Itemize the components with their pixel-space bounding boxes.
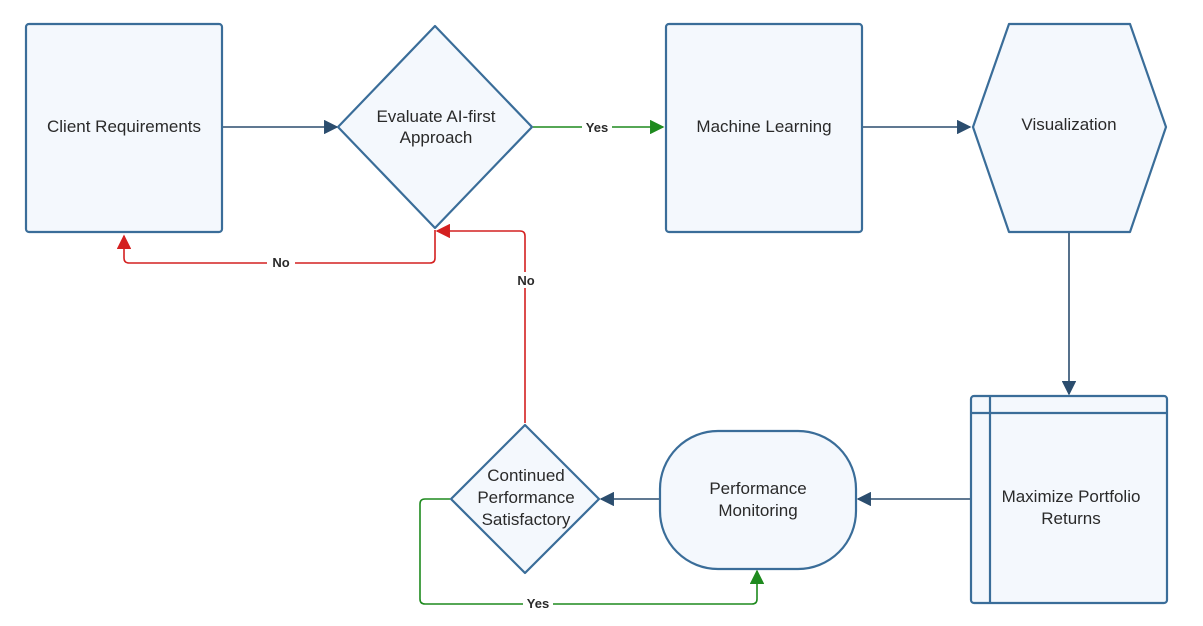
node-visualization-hexagon <box>971 22 1168 234</box>
node-maximize-portfolio-returns[interactable]: Maximize Portfolio Returns <box>969 394 1169 605</box>
node-client-requirements-box <box>24 22 224 234</box>
node-evaluate-label-line1: Evaluate AI-first <box>376 107 495 126</box>
edge-label-bg <box>512 272 540 288</box>
node-visualization-label: Visualization <box>1021 115 1116 134</box>
node-monitoring-label-line2: Monitoring <box>718 501 797 520</box>
edge-label-no-bottom: No <box>272 255 289 270</box>
node-continued-performance[interactable]: Continued Performance Satisfactory <box>449 423 601 575</box>
edge-label-yes-bottom: Yes <box>527 596 549 611</box>
node-performance-monitoring-shape <box>658 429 858 571</box>
node-maximize-label-line2: Returns <box>1041 509 1101 528</box>
node-evaluate-label-line2: Approach <box>400 128 473 147</box>
node-performance-monitoring[interactable]: Performance Monitoring <box>658 429 858 571</box>
edge-label-bg <box>267 255 295 271</box>
node-monitoring-label-line1: Performance <box>709 479 806 498</box>
edge-continued-to-evaluate <box>435 223 526 423</box>
node-continued-label-line3: Satisfactory <box>482 510 571 529</box>
edge-label-yes-top: Yes <box>586 120 608 135</box>
edge-label-bg <box>582 119 612 135</box>
node-visualization[interactable]: Visualization <box>971 22 1168 234</box>
node-evaluate-ai-first-diamond <box>336 24 534 230</box>
node-client-requirements[interactable]: Client Requirements <box>24 22 224 234</box>
node-machine-learning[interactable]: Machine Learning <box>664 22 864 234</box>
edge-label-no-vertical: No <box>517 273 534 288</box>
node-maximize-box <box>969 394 1169 605</box>
edge-label-bg <box>523 596 553 612</box>
node-maximize-label-line1: Maximize Portfolio <box>1002 487 1141 506</box>
node-evaluate-ai-first[interactable]: Evaluate AI-first Approach <box>336 24 534 230</box>
node-continued-label-line1: Continued <box>487 466 565 485</box>
node-continued-label-line2: Performance <box>477 488 574 507</box>
node-machine-learning-label: Machine Learning <box>696 117 831 136</box>
node-client-requirements-label: Client Requirements <box>47 117 201 136</box>
node-continued-performance-diamond <box>449 423 601 575</box>
node-machine-learning-box <box>664 22 864 234</box>
edge-continued-to-monitoring <box>419 498 765 605</box>
